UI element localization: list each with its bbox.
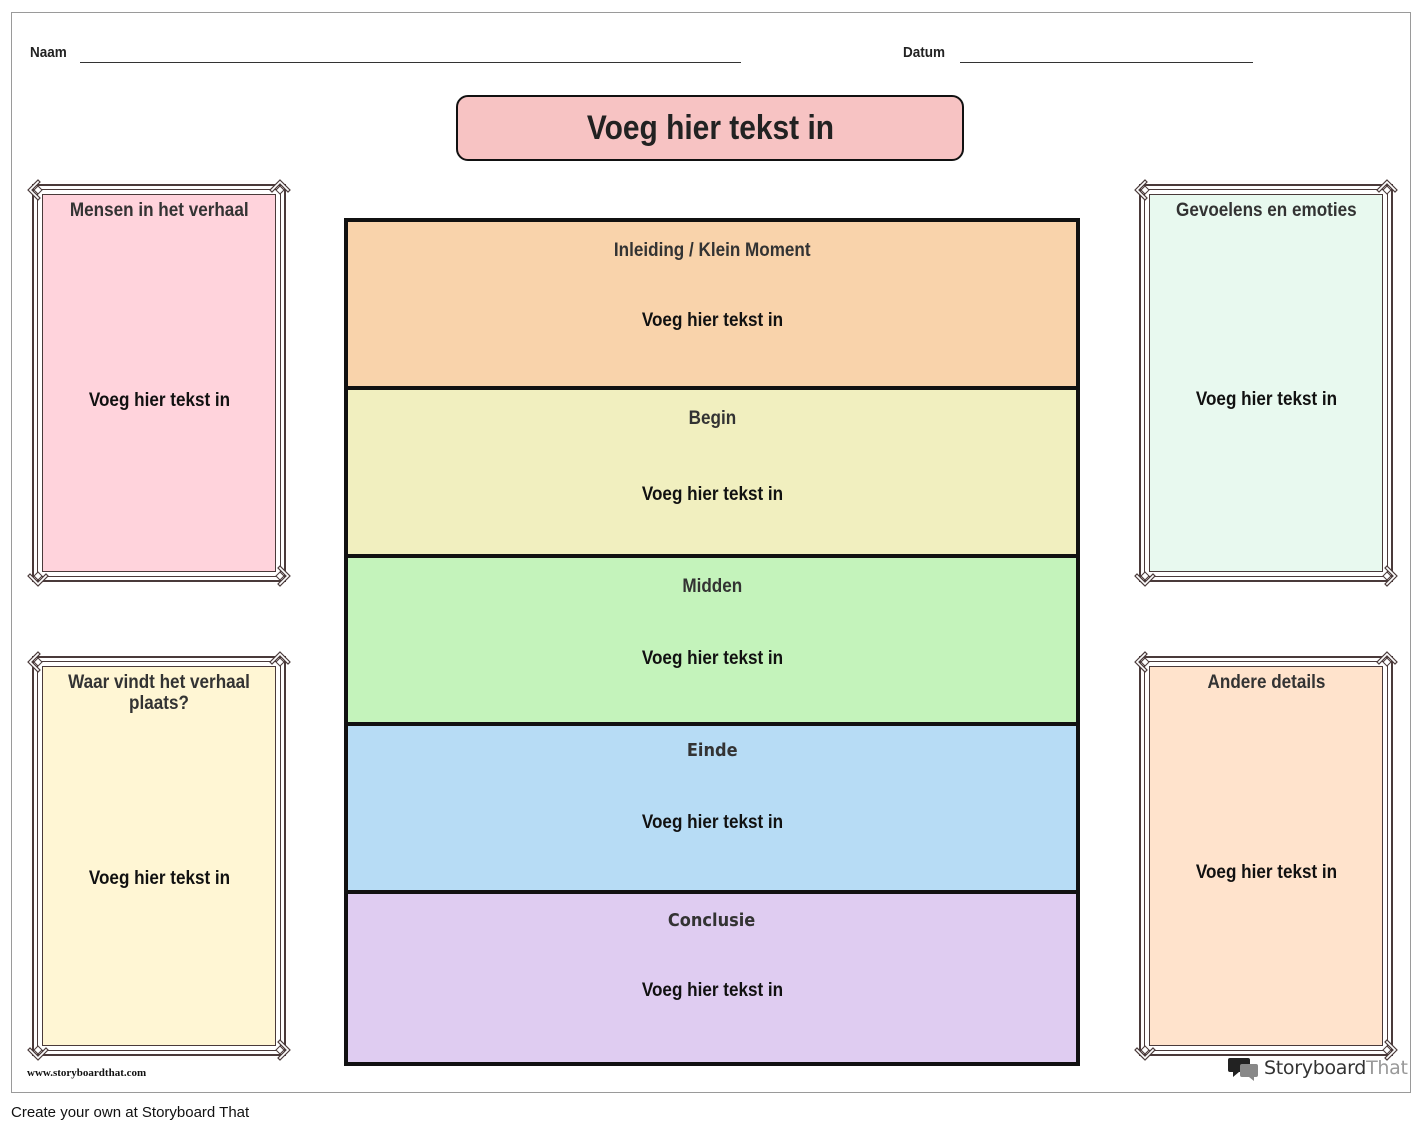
card-feelings[interactable]: Gevoelens en emoties Voeg hier tekst in bbox=[1134, 179, 1398, 587]
card-frame bbox=[1139, 656, 1393, 1056]
brand-name: StoryboardThat bbox=[1264, 1057, 1408, 1079]
ornament-corner-icon bbox=[27, 179, 43, 201]
site-url[interactable]: www.storyboardthat.com bbox=[27, 1067, 147, 1079]
card-frame bbox=[1144, 661, 1388, 1051]
title-box[interactable]: Voeg hier tekst in bbox=[456, 95, 964, 161]
card-setting[interactable]: Waar vindt het verhaal plaats? Voeg hier… bbox=[27, 651, 291, 1061]
card-frame bbox=[1149, 666, 1383, 1046]
card-frame bbox=[32, 184, 286, 582]
ornament-corner-icon bbox=[1134, 1045, 1156, 1061]
card-text: Voeg hier tekst in bbox=[88, 390, 230, 411]
plot-stack: Inleiding / Klein Moment Voeg hier tekst… bbox=[344, 218, 1080, 1066]
page-title: Voeg hier tekst in bbox=[586, 108, 834, 147]
ornament-corner-icon bbox=[1382, 565, 1398, 587]
date-line[interactable] bbox=[960, 62, 1253, 63]
ornament-corner-icon bbox=[1134, 571, 1156, 587]
storyboardthat-logo: StoryboardThat bbox=[1228, 1055, 1408, 1081]
date-label: Datum bbox=[903, 44, 946, 61]
speech-bubbles-icon bbox=[1228, 1058, 1258, 1081]
ornament-corner-icon bbox=[1376, 179, 1398, 195]
ornament-corner-icon bbox=[1134, 179, 1150, 201]
ornament-corner-icon bbox=[27, 1045, 49, 1061]
card-title: Andere details bbox=[1207, 672, 1325, 693]
card-title: Gevoelens en emoties bbox=[1175, 200, 1357, 221]
row-text: Voeg hier tekst in bbox=[641, 980, 783, 1001]
card-frame bbox=[1149, 194, 1383, 572]
footer-credit[interactable]: Create your own at Storyboard That bbox=[11, 1104, 250, 1121]
ornament-corner-icon bbox=[27, 571, 49, 587]
row-text: Voeg hier tekst in bbox=[641, 484, 783, 505]
card-other[interactable]: Andere details Voeg hier tekst in bbox=[1134, 651, 1398, 1061]
card-text: Voeg hier tekst in bbox=[1195, 389, 1337, 410]
row-text: Voeg hier tekst in bbox=[641, 812, 783, 833]
card-people[interactable]: Mensen in het verhaal Voeg hier tekst in bbox=[27, 179, 291, 587]
row-begin[interactable]: Begin Voeg hier tekst in bbox=[344, 386, 1080, 558]
row-einde[interactable]: Einde Voeg hier tekst in bbox=[344, 722, 1080, 894]
card-frame bbox=[37, 189, 281, 577]
row-label: Inleiding / Klein Moment bbox=[613, 240, 811, 261]
row-text: Voeg hier tekst in bbox=[641, 310, 783, 331]
row-text: Voeg hier tekst in bbox=[641, 648, 783, 669]
ornament-corner-icon bbox=[1134, 651, 1150, 673]
name-label: Naam bbox=[30, 44, 67, 61]
ornament-corner-icon bbox=[1382, 1039, 1398, 1061]
card-frame bbox=[42, 666, 276, 1046]
row-conclusie[interactable]: Conclusie Voeg hier tekst in bbox=[344, 890, 1080, 1066]
row-label: Midden bbox=[682, 576, 742, 597]
name-line[interactable] bbox=[80, 62, 741, 63]
card-frame bbox=[42, 194, 276, 572]
ornament-corner-icon bbox=[1376, 651, 1398, 667]
card-frame bbox=[32, 656, 286, 1056]
ornament-corner-icon bbox=[269, 651, 291, 667]
card-frame bbox=[1139, 184, 1393, 582]
card-title: Waar vindt het verhaal plaats? bbox=[68, 672, 250, 714]
card-frame bbox=[37, 661, 281, 1051]
row-midden[interactable]: Midden Voeg hier tekst in bbox=[344, 554, 1080, 726]
ornament-corner-icon bbox=[27, 651, 43, 673]
ornament-corner-icon bbox=[269, 179, 291, 195]
row-label: Einde bbox=[686, 740, 738, 761]
card-frame bbox=[1144, 189, 1388, 577]
row-inleiding[interactable]: Inleiding / Klein Moment Voeg hier tekst… bbox=[344, 218, 1080, 390]
card-title: Mensen in het verhaal bbox=[69, 200, 249, 221]
row-label: Conclusie bbox=[668, 910, 756, 931]
card-text: Voeg hier tekst in bbox=[1195, 862, 1337, 883]
card-text: Voeg hier tekst in bbox=[88, 868, 230, 889]
ornament-corner-icon bbox=[275, 565, 291, 587]
row-label: Begin bbox=[688, 408, 736, 429]
ornament-corner-icon bbox=[275, 1039, 291, 1061]
